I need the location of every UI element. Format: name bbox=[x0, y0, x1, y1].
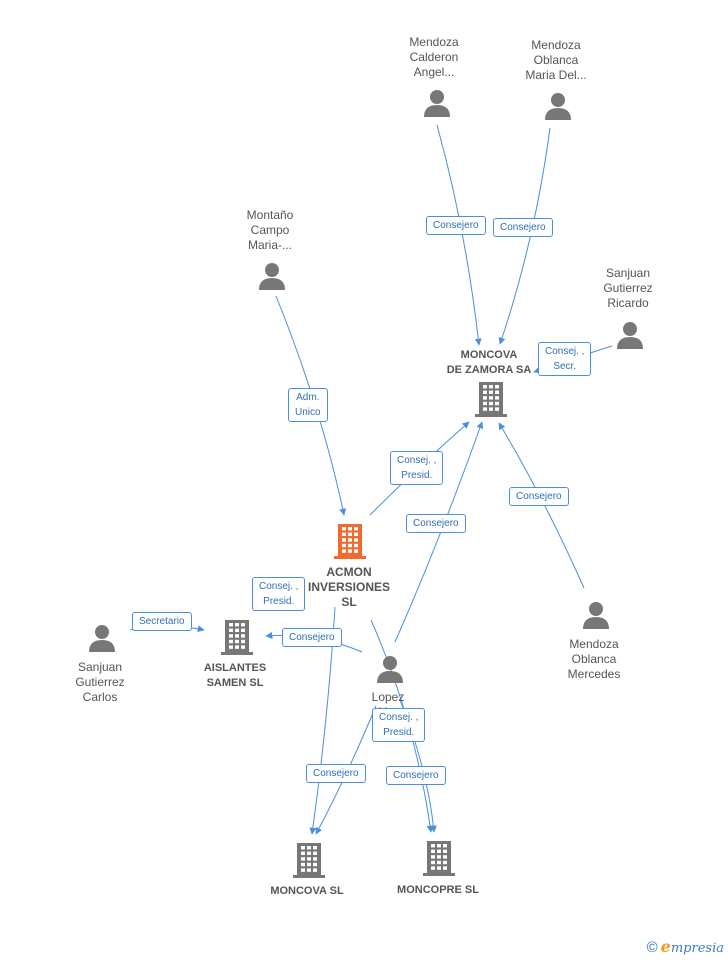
company-building-icon[interactable] bbox=[293, 842, 325, 883]
edge-label-line: Adm. bbox=[296, 392, 320, 403]
edge-label-montano_campo-to-acmon[interactable]: Adm. Unico bbox=[288, 388, 328, 422]
person-name-line: Maria-... bbox=[247, 238, 293, 252]
person-icon[interactable] bbox=[375, 654, 405, 689]
main-company-building-icon[interactable] bbox=[334, 523, 366, 564]
edge-label-line: Consejero bbox=[313, 768, 359, 779]
company-building-icon[interactable] bbox=[221, 619, 253, 660]
copyright-symbol: © bbox=[646, 939, 658, 956]
edge-label-line: Consejero bbox=[393, 770, 439, 781]
edge-label-line: Presid. bbox=[401, 470, 433, 481]
edge-label-line: Unico bbox=[295, 407, 321, 418]
person-name-line: Mendoza bbox=[409, 35, 459, 49]
edge-label-line: Secretario bbox=[139, 616, 185, 627]
edge-label-lopez-to-moncova_zamora[interactable]: Consejero bbox=[406, 514, 466, 533]
company-name-line: MONCOVA SL bbox=[270, 885, 344, 897]
person-icon[interactable] bbox=[581, 600, 611, 635]
edge-label-line: Consejero bbox=[413, 518, 459, 529]
person-name-line: Ricardo bbox=[607, 296, 649, 310]
empresia-logo: empresia bbox=[660, 937, 724, 956]
edge-label-line: Consejero bbox=[289, 632, 335, 643]
footer-brand[interactable]: ©empresia bbox=[647, 937, 724, 956]
edge-label-line: Secr. bbox=[553, 361, 577, 372]
person-name-line: Oblanca bbox=[571, 652, 617, 666]
edge-label-line: Consejero bbox=[433, 220, 479, 231]
person-name-line: Sanjuan bbox=[77, 660, 123, 674]
edge-label-line: Consej. , bbox=[259, 581, 299, 592]
edge-mendoza_oblanca_maria-to-moncova_zamora bbox=[498, 127, 551, 345]
company-name-line: MONCOVA bbox=[460, 349, 518, 361]
person-name-line: Lopez bbox=[371, 690, 405, 704]
person-icon[interactable] bbox=[615, 320, 645, 355]
company-name-line: DE ZAMORA SA bbox=[446, 364, 532, 376]
person-name-line: Sanjuan bbox=[605, 266, 651, 280]
company-name-line: MONCOPRE SL bbox=[397, 884, 479, 896]
company-name-aislantes[interactable]: AISLANTES SAMEN SL bbox=[204, 661, 266, 691]
person-name-line: Angel... bbox=[413, 65, 455, 79]
person-name-line: Mendoza bbox=[569, 637, 619, 651]
person-name-line: Calderon bbox=[409, 50, 459, 64]
person-icon[interactable] bbox=[422, 88, 452, 123]
edge-label-acmon-to-moncopre[interactable]: Consej. , Presid. bbox=[372, 708, 426, 742]
company-name-line: SL bbox=[341, 595, 357, 609]
edge-label-lopez-to-moncopre[interactable]: Consejero bbox=[386, 766, 446, 785]
person-name-line: Mendoza bbox=[531, 38, 581, 52]
company-name-moncova_sl[interactable]: MONCOVA SL bbox=[270, 884, 343, 899]
edge-label-sanjuan_carlos-to-aislantes[interactable]: Secretario bbox=[132, 612, 192, 631]
company-name-line: INVERSIONES bbox=[307, 580, 391, 594]
company-name-line: ACMON bbox=[326, 565, 372, 579]
edge-mendoza_calderon-to-moncova_zamora bbox=[436, 124, 482, 346]
person-name-line: Campo bbox=[250, 223, 290, 237]
edge-label-line: Consejero bbox=[500, 222, 546, 233]
edge-label-lopez-to-moncova_sl[interactable]: Consejero bbox=[306, 764, 366, 783]
person-icon[interactable] bbox=[543, 91, 573, 126]
edge-label-line: Consej. , bbox=[379, 712, 419, 723]
person-name-line: Montaño bbox=[246, 208, 294, 222]
edge-label-line: Consej. , bbox=[397, 455, 437, 466]
person-icon[interactable] bbox=[257, 261, 287, 296]
edge-lopez-to-moncova_zamora bbox=[394, 421, 484, 643]
edge-label-line: Presid. bbox=[383, 727, 415, 738]
company-name-moncopre[interactable]: MONCOPRE SL bbox=[397, 883, 479, 898]
edge-label-line: Consej. , bbox=[545, 346, 585, 357]
company-name-line: AISLANTES bbox=[203, 662, 267, 674]
edge-label-acmon-to-moncova_sl[interactable]: Consej. , Presid. bbox=[252, 577, 306, 611]
company-name-line: SAMEN SL bbox=[206, 677, 264, 689]
edge-label-mendoza_calderon-to-moncova_zamora[interactable]: Consejero bbox=[426, 216, 486, 235]
company-name-moncova_zamora[interactable]: MONCOVA DE ZAMORA SA bbox=[447, 348, 532, 378]
edge-label-mendoza_mercedes-to-moncova_zamora[interactable]: Consejero bbox=[509, 487, 569, 506]
edge-label-lopez-to-aislantes[interactable]: Consejero bbox=[282, 628, 342, 647]
edge-label-mendoza_oblanca_maria-to-moncova_zamora[interactable]: Consejero bbox=[493, 218, 553, 237]
person-name-line: Maria Del... bbox=[525, 68, 587, 82]
company-building-icon[interactable] bbox=[423, 840, 455, 881]
edge-label-sanjuan_ricardo-to-moncova_zamora[interactable]: Consej. , Secr. bbox=[538, 342, 592, 376]
edge-label-line: Consejero bbox=[516, 491, 562, 502]
company-building-icon[interactable] bbox=[475, 381, 507, 422]
person-name-line: Gutierrez bbox=[75, 675, 125, 689]
edge-label-line: Presid. bbox=[263, 596, 295, 607]
person-icon[interactable] bbox=[87, 623, 117, 658]
person-name-line: Oblanca bbox=[533, 53, 579, 67]
person-name-line: Gutierrez bbox=[603, 281, 653, 295]
person-name-line: Mercedes bbox=[567, 667, 621, 681]
person-name-line: Carlos bbox=[82, 690, 118, 704]
edge-label-acmon-to-moncova_zamora[interactable]: Consej. , Presid. bbox=[390, 451, 444, 485]
